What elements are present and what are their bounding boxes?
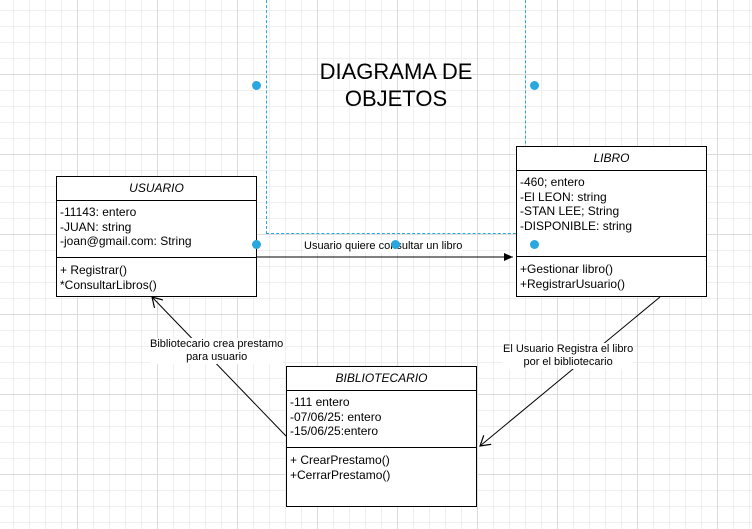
- edge-label-line: Bibliotecario crea prestamo: [150, 338, 284, 350]
- class-libro-attributes: -460; entero -El LEON: string -STAN LEE;…: [517, 171, 706, 257]
- attribute-row: -El LEON: string: [520, 189, 607, 204]
- edge-label-libro-bibliotecario: El Usuario Registra el libro por el bibl…: [503, 343, 634, 369]
- title-selection-box[interactable]: [266, 0, 526, 234]
- edge-label-bibliotecario-usuario: Bibliotecario crea prestamo para usuario: [150, 338, 284, 364]
- edge-label-usuario-libro: Usuario quiere consultar un libro: [304, 240, 463, 253]
- class-usuario[interactable]: USUARIO -11143: entero -JUAN: string -jo…: [56, 176, 257, 297]
- attribute-row: -JUAN: string: [60, 219, 132, 234]
- class-libro[interactable]: LIBRO -460; entero -El LEON: string -STA…: [516, 146, 707, 297]
- class-bibliotecario[interactable]: BIBLIOTECARIO -111 entero -07/06/25: ent…: [286, 366, 477, 507]
- edge-label-line: El Usuario Registra el libro: [503, 343, 634, 355]
- selection-handle-bottom[interactable]: [391, 240, 400, 249]
- operation-row: *ConsultarLibros(): [60, 277, 157, 292]
- operation-row: + Registrar(): [60, 263, 128, 277]
- operation-row: + CrearPrestamo(): [290, 453, 390, 467]
- selection-handle-bottom-right[interactable]: [530, 240, 539, 249]
- class-usuario-operations: + Registrar() *ConsultarLibros(): [57, 258, 256, 294]
- class-bibliotecario-name: BIBLIOTECARIO: [287, 367, 476, 391]
- class-libro-operations: +Gestionar libro() +RegistrarUsuario(): [517, 257, 706, 293]
- edge-label-line: por el bibliotecario: [523, 356, 613, 368]
- attribute-row: -15/06/25:entero: [290, 424, 379, 438]
- diagram-title[interactable]: DIAGRAMA DE OBJETOS: [296, 58, 496, 112]
- attribute-row: -joan@gmail.com: String: [60, 234, 192, 248]
- diagram-title-line1: DIAGRAMA DE: [319, 59, 473, 84]
- attribute-row: -07/06/25: entero: [290, 409, 382, 424]
- class-usuario-name: USUARIO: [57, 177, 256, 201]
- attribute-row: -11143: entero: [60, 205, 137, 219]
- attribute-row: -460; entero: [520, 175, 585, 189]
- selection-handle-bottom-left[interactable]: [252, 240, 261, 249]
- edge-label-line: para usuario: [186, 351, 248, 363]
- edge-bibliotecario-usuario[interactable]: [152, 297, 287, 437]
- class-bibliotecario-attributes: -111 entero -07/06/25: entero -15/06/25:…: [287, 391, 476, 448]
- operation-row: +RegistrarUsuario(): [520, 276, 626, 291]
- selection-handle-right[interactable]: [530, 81, 539, 90]
- class-bibliotecario-operations: + CrearPrestamo() +CerrarPrestamo(): [287, 448, 476, 484]
- selection-handle-left[interactable]: [252, 81, 261, 90]
- attribute-row: -111 entero: [290, 395, 350, 409]
- operation-row: +CerrarPrestamo(): [290, 467, 391, 482]
- operation-row: +Gestionar libro(): [520, 262, 614, 276]
- attribute-row: -STAN LEE; String: [520, 204, 620, 218]
- class-usuario-attributes: -11143: entero -JUAN: string -joan@gmail…: [57, 201, 256, 258]
- edge-libro-bibliotecario[interactable]: [480, 296, 661, 446]
- diagram-title-line2: OBJETOS: [344, 86, 448, 111]
- attribute-row: -DISPONIBLE: string: [520, 218, 633, 233]
- class-libro-name: LIBRO: [517, 147, 706, 171]
